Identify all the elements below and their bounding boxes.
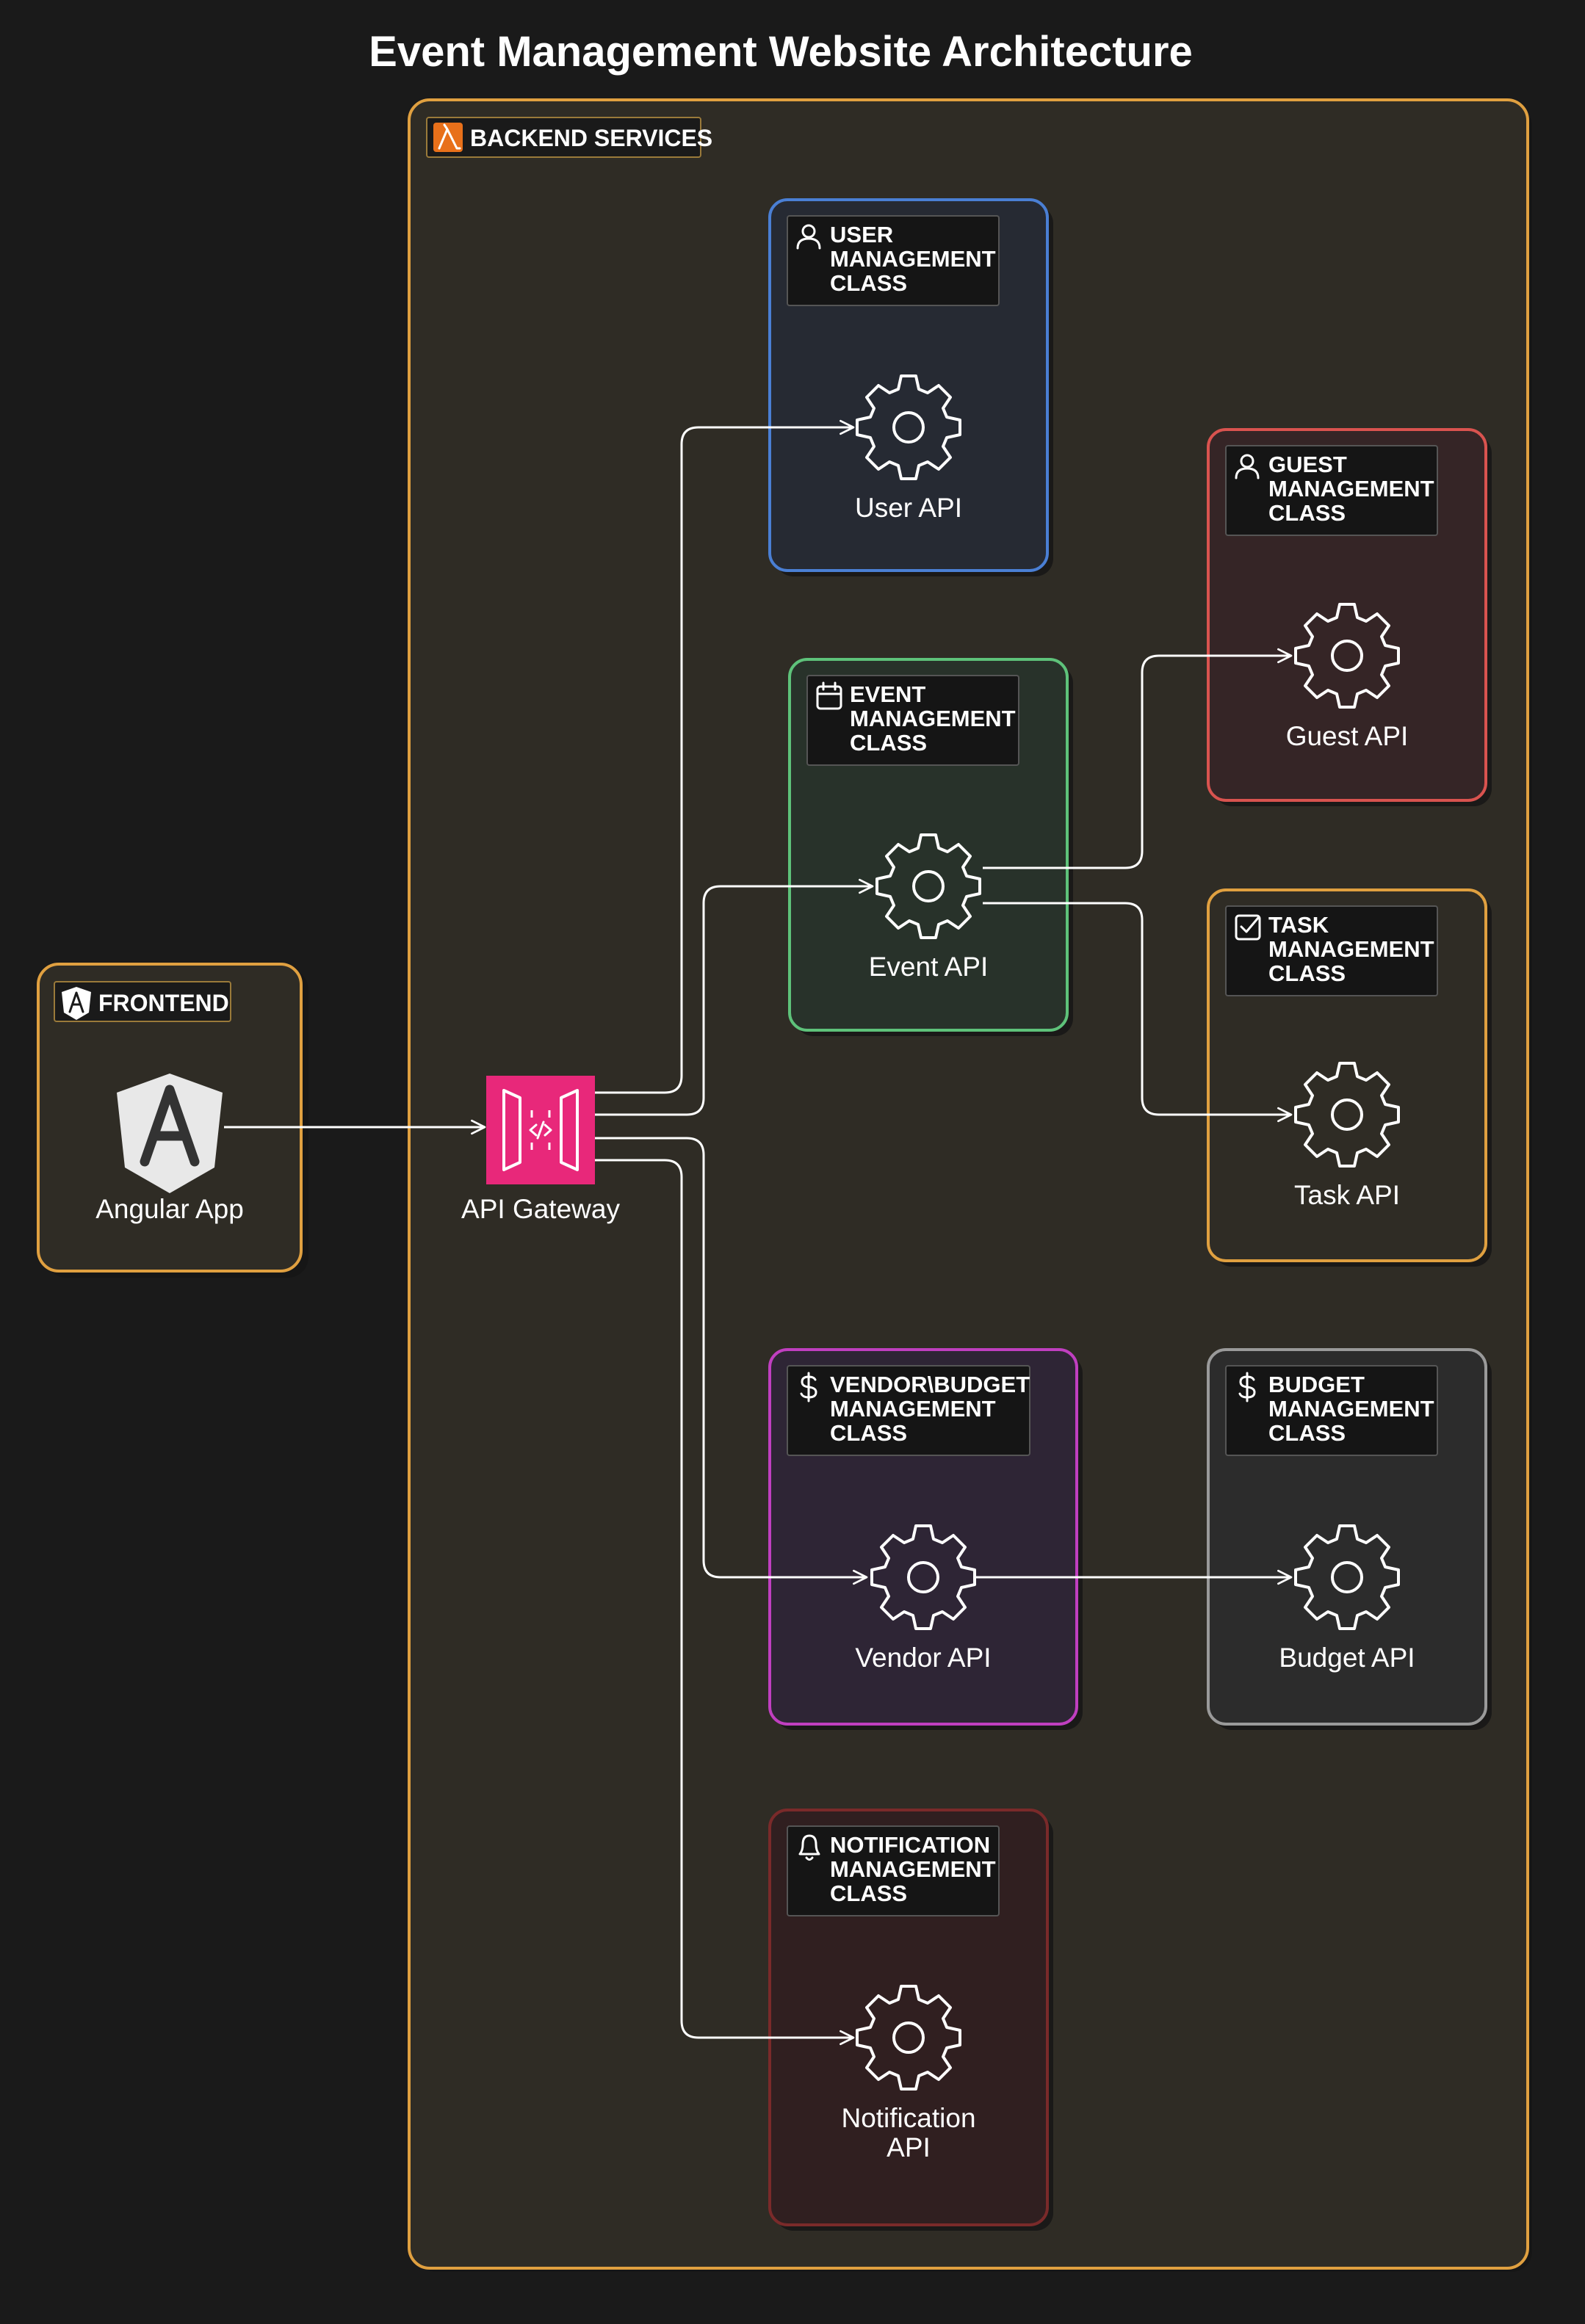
vendor-api-label: Vendor API (855, 1643, 991, 1673)
budget-api-label: Budget API (1279, 1643, 1415, 1673)
budget-api-node[interactable]: Budget API (1279, 1524, 1415, 1673)
task-class-title-line: TASK (1268, 912, 1329, 938)
dollar-icon (800, 1372, 817, 1402)
guest-api-node[interactable]: Guest API (1286, 603, 1409, 751)
guest-api-label: Guest API (1286, 721, 1409, 751)
api-gateway-label: API Gateway (461, 1194, 620, 1224)
guest-class-title-line: MANAGEMENT (1268, 476, 1434, 502)
guest-class-title-line: GUEST (1268, 452, 1347, 477)
connectors (224, 419, 1293, 2046)
connector-gateway-to-user-api (593, 419, 855, 1094)
frontend-badge-label: FRONTEND (98, 990, 229, 1016)
user-icon (796, 224, 821, 250)
backend-badge: BACKEND SERVICES (426, 117, 712, 158)
connector-event-to-task-api (983, 902, 1293, 1123)
user-api-node[interactable]: User API (855, 374, 962, 523)
notification-class-title-line: CLASS (830, 1880, 907, 1906)
vendor-api-node[interactable]: Vendor API (855, 1524, 992, 1673)
event-class-title-line: EVENT (850, 681, 925, 707)
user-class-title-line: CLASS (830, 270, 907, 296)
guest-class-title-line: CLASS (1268, 500, 1346, 526)
user-api-label: User API (855, 493, 962, 523)
connector-gateway-to-notification-api (593, 1159, 855, 2046)
event-api-node[interactable]: Event API (869, 833, 989, 982)
notification-api-label: API (887, 2132, 931, 2162)
event-api-label: Event API (869, 952, 989, 982)
budget-class-title-line: CLASS (1268, 1420, 1346, 1446)
connector-gateway-to-vendor-api (593, 1137, 868, 1585)
bell-icon (798, 1834, 820, 1861)
lambda-icon (433, 123, 463, 152)
event-class-title-line: MANAGEMENT (850, 706, 1016, 731)
angular-app-label: Angular App (95, 1194, 244, 1224)
task-api-label: Task API (1294, 1180, 1400, 1210)
dollar-icon (1238, 1372, 1256, 1402)
angular-app-node[interactable]: Angular App (95, 1074, 244, 1224)
api-gateway-node[interactable]: API Gateway (461, 1076, 620, 1224)
backend-badge-label: BACKEND SERVICES (470, 125, 712, 151)
diagram-title: Event Management Website Architecture (369, 28, 1193, 76)
task-api-node[interactable]: Task API (1294, 1062, 1400, 1210)
vendor-class-title-line: MANAGEMENT (830, 1396, 996, 1422)
task-class-title-line: MANAGEMENT (1268, 936, 1434, 962)
connector-event-to-guest-api (983, 648, 1293, 869)
event-class-title-line: CLASS (850, 730, 927, 756)
frontend-container: FRONTEND Angular App (37, 963, 308, 1278)
angular-badge-icon (62, 987, 91, 1020)
user-class-title-line: MANAGEMENT (830, 246, 996, 272)
user-class-title-line: USER (830, 222, 893, 247)
calendar-icon (816, 681, 842, 710)
budget-class-title-line: MANAGEMENT (1268, 1396, 1434, 1422)
checkbox-icon (1235, 914, 1261, 941)
vendor-class-title-line: VENDOR\BUDGET (830, 1372, 1030, 1397)
angular-icon (117, 1074, 223, 1193)
api-gateway-icon (486, 1076, 595, 1184)
notification-api-label: Notification (841, 2103, 975, 2133)
user-icon (1235, 454, 1260, 479)
connector-gateway-to-event-api (593, 878, 874, 1116)
task-class-title-line: CLASS (1268, 960, 1346, 986)
budget-class-title-line: BUDGET (1268, 1372, 1365, 1397)
notification-class-title-line: MANAGEMENT (830, 1856, 996, 1882)
notification-class-title-line: NOTIFICATION (830, 1832, 990, 1858)
frontend-badge: FRONTEND (54, 981, 231, 1022)
vendor-class-title-line: CLASS (830, 1420, 907, 1446)
